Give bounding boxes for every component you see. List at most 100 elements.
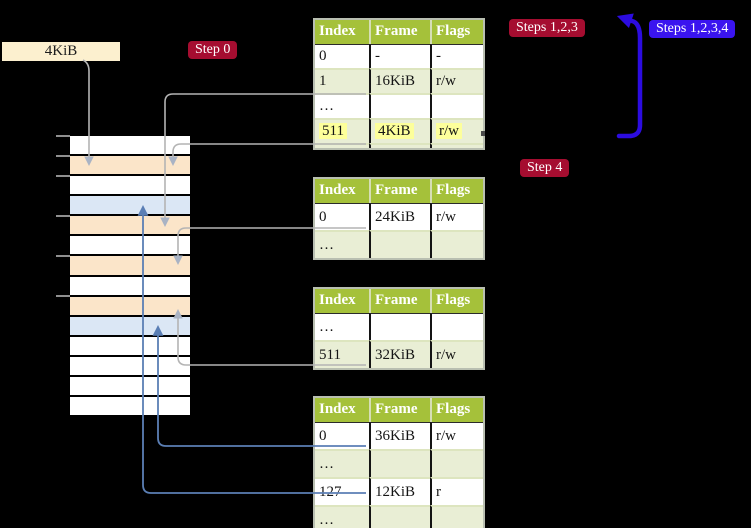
col-header-frame: Frame — [369, 20, 430, 44]
memory-tick-mark — [56, 215, 70, 217]
cell-flags — [430, 93, 483, 118]
table-row: … — [315, 449, 483, 477]
table-header-row: Index Frame Flags — [315, 289, 483, 313]
table-row-highlighted: 511 4KiB r/w — [315, 118, 483, 143]
memory-row-13-white — [70, 376, 190, 396]
memory-tick-mark — [56, 255, 70, 257]
memory-row-12-white — [70, 356, 190, 375]
cell-index: 127 — [315, 477, 369, 505]
col-header-index: Index — [315, 398, 369, 422]
cell-frame: 12KiB — [369, 477, 430, 505]
table-row: 127 12KiB r — [315, 477, 483, 505]
page-table-3: Index Frame Flags … 511 32KiB r/w — [313, 287, 485, 370]
cell-frame: 16KiB — [369, 68, 430, 93]
cell-index: 511 — [315, 340, 369, 368]
table-row: 1 16KiB r/w — [315, 68, 483, 93]
frame-size-label: 4KiB — [2, 42, 120, 61]
table-row-clipped — [315, 143, 483, 148]
highlight: 4KiB — [375, 123, 414, 139]
cell-flags: r/w — [430, 203, 483, 230]
col-header-flags: Flags — [430, 289, 483, 313]
table-row: 0 - - — [315, 44, 483, 68]
table-row: … — [315, 505, 483, 528]
memory-row-8-white — [70, 276, 190, 295]
table-row: … — [315, 313, 483, 340]
cell-frame: 32KiB — [369, 340, 430, 368]
highlight: 511 — [319, 123, 347, 139]
memory-tick-mark — [56, 135, 70, 137]
cell-index: … — [315, 449, 369, 477]
cell-index: 511 — [315, 118, 369, 143]
memory-row-4-blue — [70, 196, 190, 215]
memory-row-10-blue — [70, 316, 190, 335]
col-header-index: Index — [315, 179, 369, 203]
page-table-4: Index Frame Flags 0 36KiB r/w … 127 12Ki… — [313, 396, 485, 528]
arrow-steps-1234-loop — [616, 13, 643, 139]
table-row: 0 36KiB r/w — [315, 422, 483, 449]
cell-index: … — [315, 93, 369, 118]
cell-flags: r/w — [430, 422, 483, 449]
cell-flags: r/w — [430, 68, 483, 93]
memory-row-11-white — [70, 336, 190, 355]
cell-index: … — [315, 230, 369, 258]
cell-index: 1 — [315, 68, 369, 93]
cell-frame — [369, 230, 430, 258]
cell-index: 0 — [315, 203, 369, 230]
badge-steps-1-2-3: Steps 1,2,3 — [509, 19, 585, 37]
memory-tick-mark — [56, 175, 70, 177]
cell-frame — [369, 449, 430, 477]
cell-flags: - — [430, 44, 483, 68]
table-header-row: Index Frame Flags — [315, 20, 483, 44]
col-header-flags: Flags — [430, 179, 483, 203]
table-row: … — [315, 93, 483, 118]
cell-frame — [369, 505, 430, 528]
memory-row-3-white — [70, 176, 190, 195]
cell-index: 0 — [315, 44, 369, 68]
badge-step-0: Step 0 — [188, 41, 238, 59]
cell-index: … — [315, 505, 369, 528]
cell-flags — [430, 449, 483, 477]
col-header-frame: Frame — [369, 179, 430, 203]
memory-row-6-white — [70, 236, 190, 255]
stray-dot — [481, 131, 485, 136]
physical-memory-strip — [70, 136, 190, 416]
cell-index: 0 — [315, 422, 369, 449]
cell-flags: r/w — [430, 118, 483, 143]
memory-tick-mark — [56, 155, 70, 157]
table-header-row: Index Frame Flags — [315, 398, 483, 422]
col-header-frame: Frame — [369, 398, 430, 422]
memory-row-9-orange — [70, 296, 190, 315]
memory-row-1-white — [70, 136, 190, 155]
cell-frame — [369, 93, 430, 118]
cell-flags — [430, 505, 483, 528]
col-header-flags: Flags — [430, 398, 483, 422]
page-table-1: Index Frame Flags 0 - - 1 16KiB r/w … 51… — [313, 18, 485, 150]
highlight: r/w — [436, 123, 462, 139]
cell-frame: 4KiB — [369, 118, 430, 143]
memory-row-5-orange — [70, 216, 190, 235]
cell-flags: r/w — [430, 340, 483, 368]
badge-steps-1-2-3-4: Steps 1,2,3,4 — [649, 20, 736, 38]
cell-frame — [369, 313, 430, 340]
table-header-row: Index Frame Flags — [315, 179, 483, 203]
cell-flags — [430, 313, 483, 340]
cell-flags — [430, 230, 483, 258]
memory-tick-mark — [56, 295, 70, 297]
cell-frame: - — [369, 44, 430, 68]
memory-row-14-white — [70, 397, 190, 416]
cell-index: … — [315, 313, 369, 340]
col-header-index: Index — [315, 289, 369, 313]
table-row: 0 24KiB r/w — [315, 203, 483, 230]
col-header-flags: Flags — [430, 20, 483, 44]
memory-row-7-orange — [70, 256, 190, 275]
col-header-frame: Frame — [369, 289, 430, 313]
cell-flags: r — [430, 477, 483, 505]
page-table-2: Index Frame Flags 0 24KiB r/w … — [313, 177, 485, 260]
table-row: … — [315, 230, 483, 258]
badge-step-4: Step 4 — [520, 159, 570, 177]
memory-row-2-orange — [70, 156, 190, 175]
cell-frame: 36KiB — [369, 422, 430, 449]
col-header-index: Index — [315, 20, 369, 44]
table-row: 511 32KiB r/w — [315, 340, 483, 368]
